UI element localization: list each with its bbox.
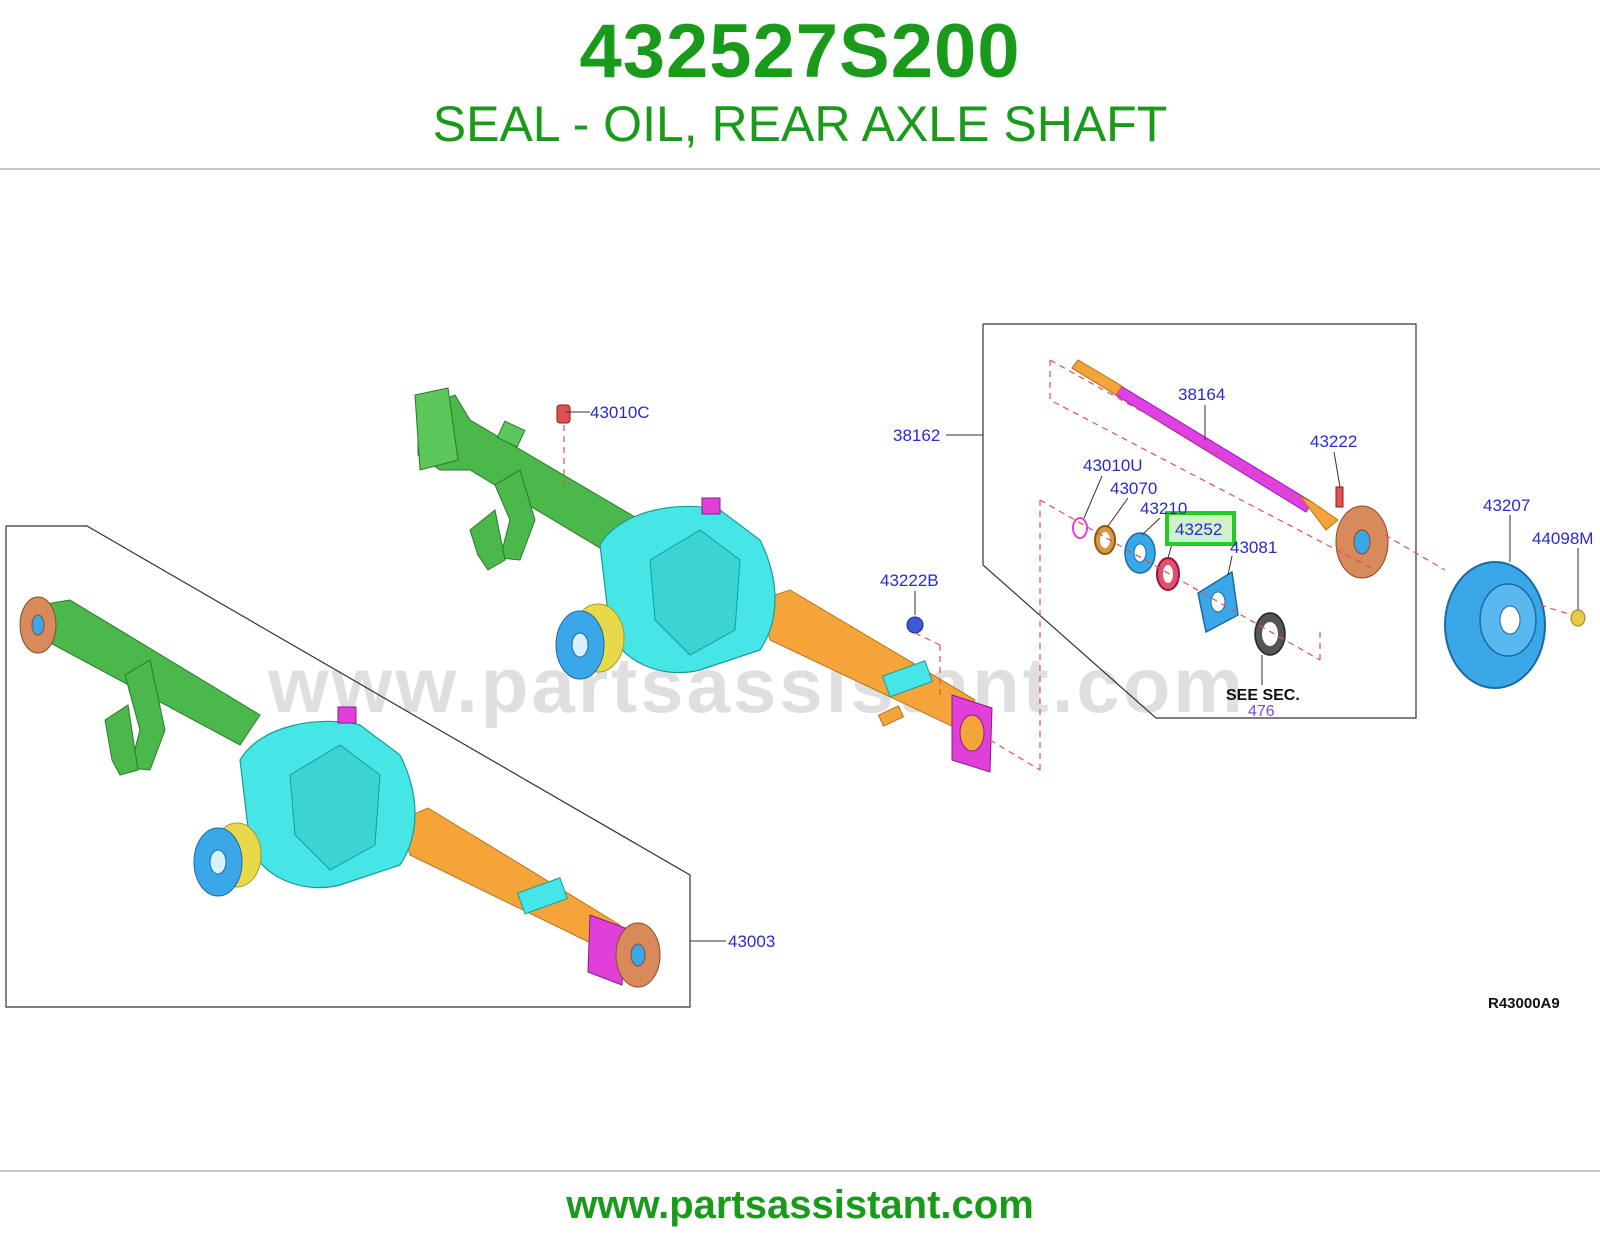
snap-ring [1072, 517, 1088, 539]
callout-38164[interactable]: 38164 [1178, 385, 1225, 404]
part-description: SEAL - OIL, REAR AXLE SHAFT [432, 96, 1168, 152]
lower-right-flange-plate [587, 914, 626, 986]
wheel-bearing-hole [1133, 543, 1147, 563]
watermark-text: www.partsassistant.com [267, 641, 1246, 729]
callout-43207[interactable]: 43207 [1483, 496, 1530, 515]
dashed-leaders [563, 359, 1573, 771]
callout-43003[interactable]: 43003 [728, 932, 775, 951]
see-section-number[interactable]: 476 [1248, 703, 1275, 720]
upper-left-hub-center [571, 632, 589, 658]
parts-diagram: www.partsassistant.com [0, 300, 1600, 1020]
brake-backing-plate-hole [1210, 591, 1226, 613]
axle-shaft-detail-frame [982, 323, 1417, 719]
bearing-retainer-hole [1100, 532, 1110, 548]
upper-housing-cover [649, 529, 741, 656]
highlighted-part-box [1165, 511, 1236, 546]
axle-shaft-splines [1071, 359, 1123, 396]
callout-43070[interactable]: 43070 [1110, 479, 1157, 498]
lower-housing-cover [289, 744, 381, 871]
callout-43010U[interactable]: 43010U [1083, 456, 1143, 475]
axle-shaft-parts [1071, 359, 1389, 656]
axle-hub-center [1353, 529, 1371, 555]
callout-38162[interactable]: 38162 [893, 426, 940, 445]
upper-top-mount [701, 497, 721, 515]
page-header: 432527S200 SEAL - OIL, REAR AXLE SHAFT [0, 0, 1600, 168]
lower-axle-assembly [19, 596, 661, 988]
upper-right-flange-hole [959, 714, 985, 752]
lower-top-mount [337, 706, 357, 724]
callout-43081[interactable]: 43081 [1230, 538, 1277, 557]
lower-left-flange-center [209, 849, 227, 875]
callout-43252[interactable]: 43252 [1175, 520, 1222, 539]
brake-rotor-center [1499, 605, 1521, 635]
footer-divider [0, 1170, 1600, 1172]
solid-leaders [566, 405, 1579, 942]
dust-shield-ring-hole [1262, 622, 1278, 646]
figure-code: R43000A9 [1488, 995, 1560, 1012]
footer-website-link[interactable]: www.partsassistant.com [566, 1183, 1034, 1227]
callout-43210[interactable]: 43210 [1140, 499, 1187, 518]
upper-frame-tab [496, 420, 526, 448]
upper-frame-bracket [414, 387, 459, 471]
vent-plug-43222B [906, 616, 924, 634]
upper-frame-leg [494, 469, 536, 561]
lower-right-hub-center [630, 943, 646, 967]
oil-seal-hole [1163, 565, 1173, 583]
upper-axle-assembly [414, 387, 993, 773]
lower-tube-bracket [516, 877, 569, 915]
upper-tube-bracket [881, 660, 934, 698]
callout-43222[interactable]: 43222 [1310, 432, 1357, 451]
lower-frame-leg [124, 659, 166, 771]
header-divider [0, 168, 1600, 170]
see-section-label: SEE SEC. [1226, 687, 1300, 704]
brake-rotor-group [1444, 561, 1586, 689]
lower-left-hub-center [31, 614, 45, 636]
rotor-screw [1570, 609, 1586, 627]
callout-43222B[interactable]: 43222B [880, 571, 939, 590]
callout-44098M[interactable]: 44098M [1532, 529, 1593, 548]
bump-stop-43010C [556, 404, 571, 424]
wheel-bolt [1335, 486, 1344, 508]
axle-shaft-end [1299, 495, 1339, 531]
callout-43010C[interactable]: 43010C [590, 403, 650, 422]
upper-frame-hook [469, 509, 506, 571]
lower-frame-hook [104, 704, 139, 776]
part-number-title: 432527S200 [579, 9, 1021, 94]
upper-lower-bracket [877, 705, 905, 727]
